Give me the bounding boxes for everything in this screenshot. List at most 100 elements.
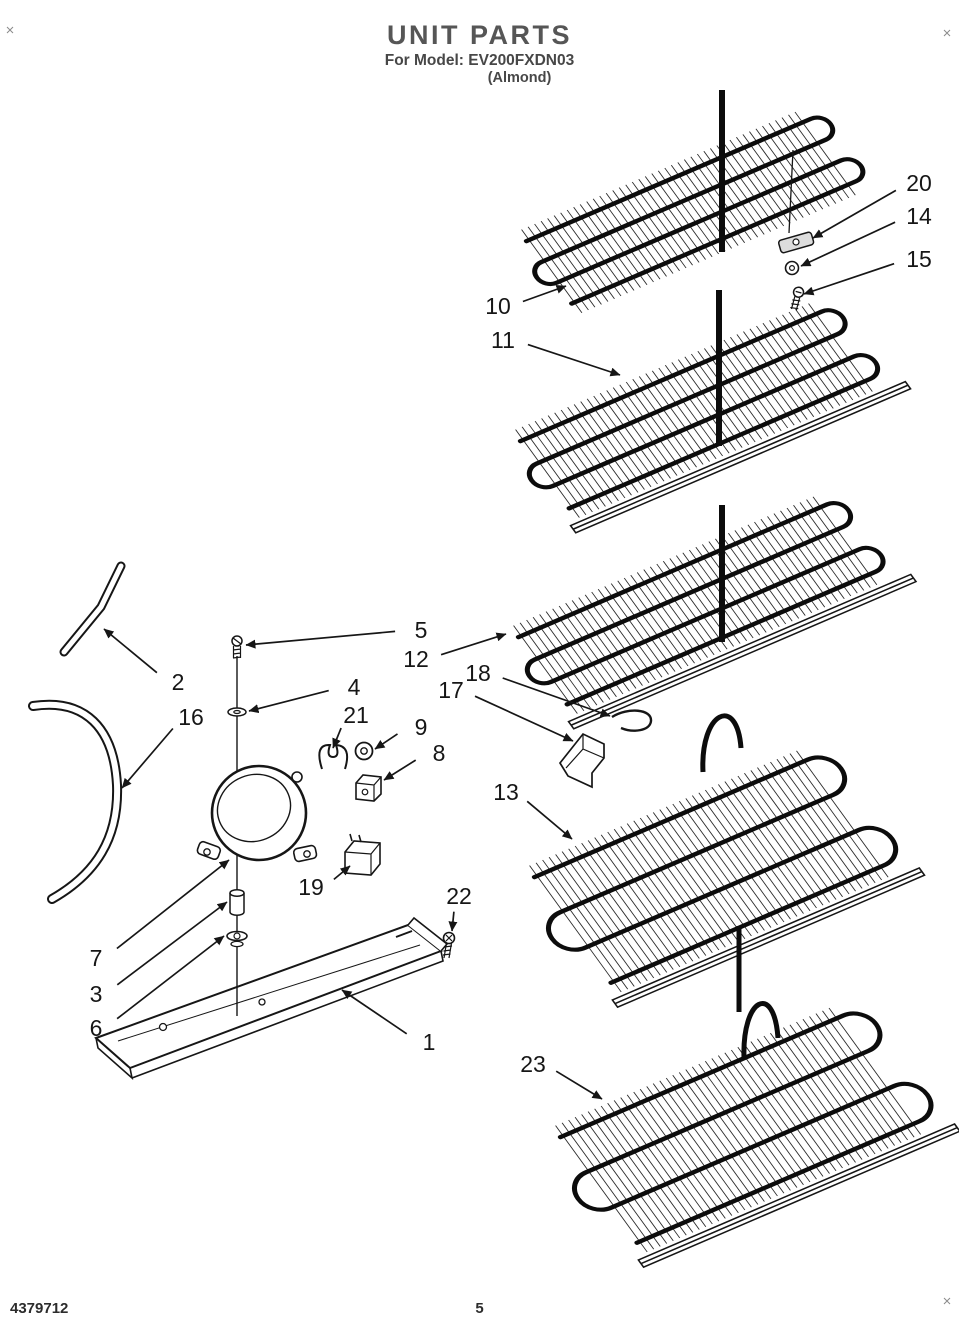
callout-arrow — [121, 727, 174, 789]
part-number-label: 13 — [493, 779, 519, 805]
callout-arrow — [812, 189, 897, 239]
callout-23: 23 — [520, 1051, 603, 1100]
part-number-label: 3 — [90, 981, 103, 1007]
callout-1: 1 — [341, 989, 436, 1055]
screw-5-slot — [232, 637, 242, 645]
callout-22: 22 — [446, 883, 472, 932]
callout-arrow — [502, 677, 611, 718]
part-number-label: 21 — [343, 702, 369, 728]
tray-slot — [395, 930, 413, 938]
part-number-label: 22 — [446, 883, 472, 909]
callout-2: 2 — [103, 628, 185, 695]
callout-arrow — [116, 859, 230, 950]
screw-22-slot — [445, 934, 453, 942]
base-tray-edge — [95, 950, 444, 1081]
sleeve-3 — [229, 893, 245, 916]
part-number-label: 9 — [415, 714, 428, 740]
callout-16: 16 — [121, 704, 204, 789]
callout-21: 21 — [332, 702, 369, 749]
callout-3: 3 — [90, 901, 228, 1007]
clamp-20-hole — [792, 238, 800, 246]
cup-washer-6-hole — [233, 932, 241, 940]
coil-panel-12 — [513, 496, 918, 730]
base-tray-tab — [407, 916, 449, 952]
panel-fins — [513, 496, 878, 714]
callout-6: 6 — [90, 935, 225, 1041]
part-number-label: 1 — [423, 1029, 436, 1055]
support-rail — [637, 1123, 959, 1269]
part-number-label: 5 — [415, 617, 428, 643]
compressor-fitting — [291, 771, 303, 783]
callout-19: 19 — [298, 865, 351, 900]
clamped-tube-wire — [788, 149, 794, 234]
washer-4 — [227, 707, 247, 717]
callout-arrow — [248, 689, 329, 714]
panel-fins — [555, 1007, 922, 1253]
tray-hole — [158, 1022, 168, 1032]
callout-5: 5 — [245, 617, 428, 649]
callout-arrow — [800, 221, 896, 267]
registration-mark — [943, 1297, 951, 1305]
support-rail — [611, 867, 926, 1009]
callout-7: 7 — [90, 859, 230, 971]
clip-21 — [318, 743, 349, 770]
callout-4: 4 — [248, 674, 361, 714]
panel-fins — [515, 303, 873, 518]
callout-20: 20 — [812, 170, 932, 239]
washer-4-hole — [233, 709, 241, 715]
callout-arrow — [116, 901, 228, 986]
callout-18: 18 — [465, 660, 611, 718]
callout-arrow — [333, 865, 351, 881]
coil-panel-23 — [555, 1007, 959, 1269]
callout-arrow — [116, 935, 225, 1020]
refrigerant-tube — [523, 115, 866, 306]
callout-11: 11 — [491, 327, 621, 377]
callout-arrow — [522, 284, 567, 303]
coil-panel-13 — [529, 750, 926, 1009]
coil-panel-11 — [515, 303, 912, 534]
callout-arrow — [555, 1070, 603, 1100]
callout-9: 9 — [374, 714, 428, 750]
screw-15 — [790, 286, 805, 311]
panel-13-inlet-tube — [700, 713, 744, 773]
overload-relay-19 — [344, 840, 381, 876]
relay-8-edges — [355, 776, 382, 801]
screw-5-threads — [232, 646, 242, 659]
compressor-body-7 — [210, 764, 308, 862]
panel-fins — [521, 111, 856, 313]
base-tray — [94, 923, 444, 1070]
part-number-label: 19 — [298, 874, 324, 900]
relay-8 — [355, 774, 382, 802]
part-number-label: 18 — [465, 660, 491, 686]
wire-clip-18 — [611, 709, 653, 732]
screw-22-threads — [442, 942, 453, 959]
part-number-label: 17 — [438, 677, 464, 703]
callout-13: 13 — [493, 779, 573, 840]
tray-hole — [258, 998, 266, 1006]
overload-relay-19-terminals — [349, 833, 362, 843]
screw-15-slot — [795, 290, 802, 294]
part-number-label: 20 — [906, 170, 932, 196]
compressor-foot-hole — [303, 850, 311, 858]
callout-arrow — [374, 733, 398, 750]
finish-line: (Almond) — [487, 70, 552, 86]
part-number-label: 7 — [90, 945, 103, 971]
callout-10: 10 — [485, 284, 567, 319]
callout-arrow — [332, 727, 342, 749]
callout-17: 17 — [438, 677, 574, 742]
callout-arrow — [527, 343, 621, 377]
callout-15: 15 — [803, 246, 932, 296]
grommet-9-hole — [360, 747, 368, 755]
part-number-label: 2 — [172, 669, 185, 695]
part-number-label: 8 — [433, 740, 446, 766]
registration-mark — [943, 29, 951, 37]
overload-relay-19-edges — [344, 842, 381, 875]
callout-arrow — [341, 989, 408, 1035]
callout-12: 12 — [403, 632, 507, 672]
part-number-label: 12 — [403, 646, 429, 672]
refrigerant-tube — [531, 755, 899, 985]
callout-arrow — [440, 632, 507, 656]
